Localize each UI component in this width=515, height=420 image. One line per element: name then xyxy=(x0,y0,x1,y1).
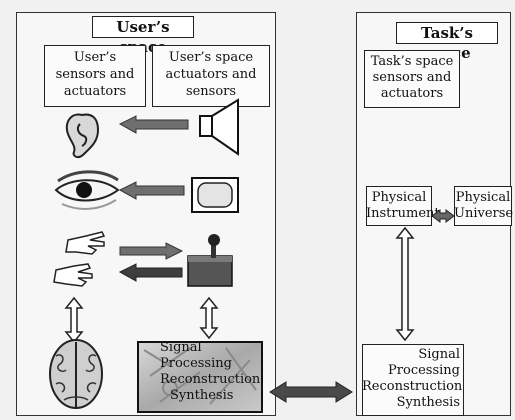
brain-icon xyxy=(49,339,103,409)
physical-universe-box xyxy=(454,186,512,226)
display-icon xyxy=(191,177,239,213)
user-space-actuators-box xyxy=(152,45,270,107)
task-signal-label-2: Processing xyxy=(388,363,460,378)
user-signal-label-1: Signal xyxy=(160,340,202,355)
physical-instrument-box xyxy=(366,186,432,226)
task-sensors-box xyxy=(364,50,460,108)
task-signal-processing-box xyxy=(362,344,464,416)
arrow-signal-link xyxy=(269,381,353,403)
arrow-instrument-signal xyxy=(395,226,415,342)
user-signal-label-4: Synthesis xyxy=(170,388,234,403)
user-sensors-label-1: User’s xyxy=(73,50,117,65)
arrow-hands-to-joystick xyxy=(119,242,184,260)
user-sensors-box xyxy=(44,45,146,107)
user-signal-label-2: Processing xyxy=(160,356,232,371)
speaker-icon xyxy=(199,98,239,156)
arrow-display-to-eye xyxy=(118,181,185,200)
arrow-speaker-to-ear xyxy=(118,115,189,134)
physical-instrument-label-2: Instrument xyxy=(366,206,440,221)
physical-instrument-label-1: Physical xyxy=(371,190,427,205)
user-space-actuators-label-1: User’s space xyxy=(168,50,254,65)
arrow-instrument-universe xyxy=(431,209,455,223)
arrow-joystick-signal xyxy=(199,296,219,340)
arrow-joystick-to-hands xyxy=(118,263,183,282)
physical-universe-label-2: Universe xyxy=(454,206,514,221)
task-sensors-label-1: Task’s space xyxy=(370,54,454,69)
ear-icon xyxy=(65,113,100,159)
task-signal-label-4: Synthesis xyxy=(396,395,460,410)
user-sensors-label-2: sensors and xyxy=(55,67,135,82)
user-signal-label-3: Reconstruction xyxy=(160,372,261,387)
user-sensors-label-3: actuators xyxy=(63,84,127,99)
task-sensors-label-2: sensors and xyxy=(372,70,452,85)
user-space-actuators-label-2: actuators and xyxy=(165,67,257,82)
task-signal-label-3: Reconstruction xyxy=(362,379,463,394)
joystick-icon xyxy=(187,234,233,287)
task-sensors-label-3: actuators xyxy=(380,86,444,101)
hands-icon xyxy=(53,231,106,287)
arrow-hands-brain xyxy=(64,296,84,344)
task-signal-label-1: Signal xyxy=(418,347,460,362)
user-space-actuators-label-3: sensors xyxy=(185,84,237,99)
physical-universe-label-1: Physical xyxy=(455,190,511,205)
user-signal-processing-box xyxy=(137,341,263,413)
eye-icon xyxy=(54,170,120,210)
